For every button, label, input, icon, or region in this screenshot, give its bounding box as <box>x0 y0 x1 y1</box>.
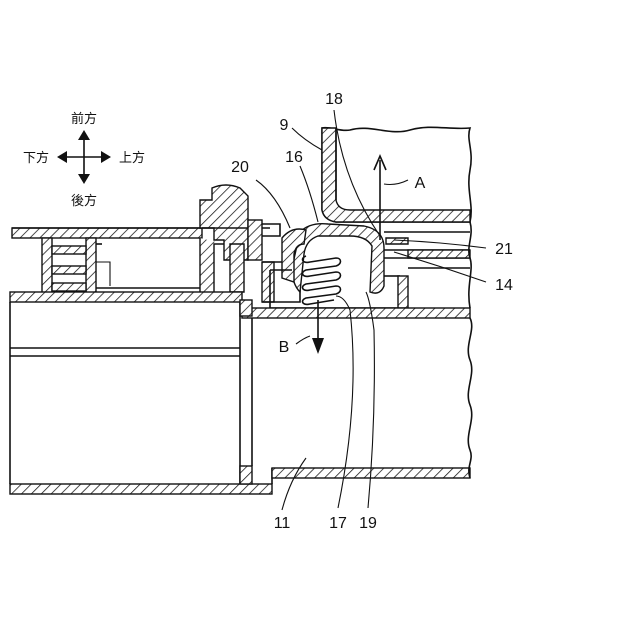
direction-front-label: 前方 <box>71 111 97 127</box>
label-11: 11 <box>274 515 291 532</box>
label-9: 9 <box>280 117 289 134</box>
label-19: 19 <box>359 515 377 532</box>
direction-down-label: 下方 <box>23 150 49 166</box>
direction-indicator: 前方 後方 下方 上方 <box>23 111 145 209</box>
direction-cross-icon <box>57 130 111 184</box>
label-14: 14 <box>495 277 513 294</box>
label-20: 20 <box>231 159 249 176</box>
spring-17 <box>303 256 341 304</box>
upper-plate <box>12 228 202 238</box>
connector-stack <box>42 238 200 294</box>
label-16: 16 <box>285 149 303 166</box>
deck-plate <box>242 308 470 318</box>
label-17: 17 <box>329 515 347 532</box>
label-b: B <box>279 339 290 356</box>
label-18: 18 <box>325 91 343 108</box>
direction-up-label: 上方 <box>119 150 145 166</box>
direction-rear-label: 後方 <box>71 193 97 209</box>
part-9-housing <box>322 127 471 222</box>
label-a: A <box>415 175 426 192</box>
label-21: 21 <box>495 241 513 258</box>
